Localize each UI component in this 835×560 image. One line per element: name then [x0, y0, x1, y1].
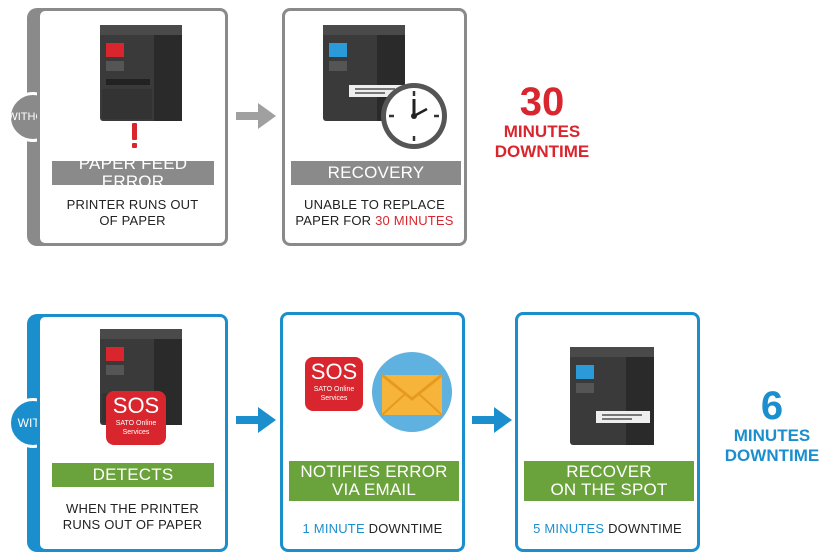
without-step2-desc: UNABLE TO REPLACE PAPER FOR 30 MINUTES: [295, 197, 454, 228]
with-step2-desc: 1 MINUTE DOWNTIME: [302, 521, 443, 536]
sos-logo-icon: SOS SATO Online Services: [305, 357, 363, 411]
with-step-recover: RECOVER ON THE SPOT 5 MINUTES DOWNTIME: [515, 312, 700, 552]
warning-exclamation-icon: [128, 123, 140, 151]
without-step1-label: PAPER FEED ERROR: [52, 155, 214, 191]
with-step3-desc: 5 MINUTES DOWNTIME: [533, 521, 682, 536]
with-result-line1: MINUTES: [733, 426, 811, 445]
printer-icon: [100, 25, 182, 121]
printer-icon: [570, 347, 654, 445]
with-step1-label: DETECTS: [52, 463, 214, 487]
without-result-number: 30: [519, 80, 565, 124]
with-step1-desc: WHEN THE PRINTER RUNS OUT OF PAPER: [62, 501, 203, 532]
without-step2-label: RECOVERY: [291, 161, 461, 185]
arrow-right-icon: [236, 103, 276, 129]
without-step-paper-feed-error: PAPER FEED ERROR PRINTER RUNS OUT OF PAP…: [37, 8, 228, 246]
with-step-detects: SOS SATO Online Services DETECTS WHEN TH…: [37, 314, 228, 552]
printer-icon: [323, 25, 405, 121]
without-step1-desc: PRINTER RUNS OUT OF PAPER: [66, 197, 199, 228]
without-step-recovery: RECOVERY UNABLE TO REPLACE PAPER FOR 30 …: [282, 8, 467, 246]
without-result-line2: DOWNTIME: [494, 142, 590, 161]
email-envelope-icon: [372, 352, 452, 432]
with-step-notifies: SOS SATO Online Services NOTIFIES ERROR …: [280, 312, 465, 552]
sos-logo-icon: SOS SATO Online Services: [106, 391, 166, 445]
without-result: 30 MINUTES DOWNTIME: [480, 82, 604, 162]
with-result: 6 MINUTES DOWNTIME: [712, 386, 832, 466]
with-step3-label: RECOVER ON THE SPOT: [524, 461, 694, 501]
with-result-line2: DOWNTIME: [724, 446, 820, 465]
clock-icon: [381, 83, 447, 149]
with-step2-label: NOTIFIES ERROR VIA EMAIL: [289, 461, 459, 501]
arrow-right-icon: [472, 407, 512, 433]
without-result-line1: MINUTES: [503, 122, 581, 141]
with-result-number: 6: [760, 384, 784, 428]
arrow-right-icon: [236, 407, 276, 433]
